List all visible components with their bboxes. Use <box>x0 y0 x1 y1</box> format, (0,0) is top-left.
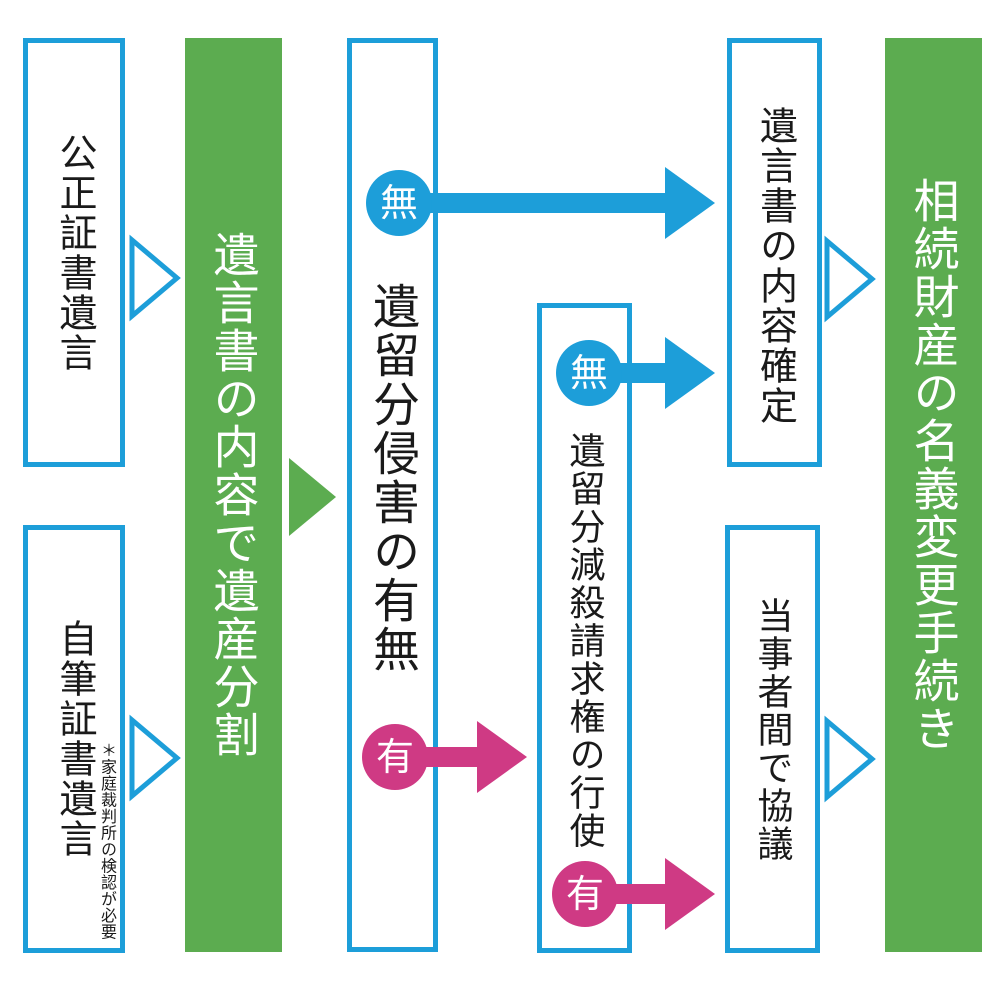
node-party-negotiation: 当事者間で協議 <box>725 525 820 953</box>
node-claim-exercise-label: 遺留分減殺請求権の行使 <box>564 432 606 850</box>
node-divide-estate-by-will: 遺言書の内容で遺産分割 <box>185 38 282 952</box>
badge-exists-icon <box>552 861 618 927</box>
node-confirm-will-contents-label: 遺言書の内容確定 <box>753 105 796 426</box>
badge-none-label: 無 <box>380 183 418 225</box>
node-notarized-will-label: 公正証書遺言 <box>53 132 95 373</box>
green-flow-triangle-icon <box>289 458 336 536</box>
flow-triangle-icon <box>129 714 181 802</box>
node-name-change-procedure: 相続財産の名義変更手続き <box>885 38 982 952</box>
arrow-infringement-none: 無 <box>366 167 715 239</box>
node-holograph-will: 自筆証書遺言 ＊家庭裁判所の検認が必要 <box>23 525 125 953</box>
flow-triangle-icon <box>129 234 181 322</box>
arrow-infringement-exists: 有 <box>362 721 527 793</box>
node-claim-exercise: 遺留分減殺請求権の行使 <box>537 303 632 953</box>
note-family-court-probate: ＊家庭裁判所の検認が必要 <box>98 742 115 940</box>
node-notarized-will: 公正証書遺言 <box>23 38 125 467</box>
badge-none-label: 無 <box>570 353 608 395</box>
badge-exists-label: 有 <box>376 737 414 779</box>
node-divide-estate-label: 遺言書の内容で遺産分割 <box>207 231 260 759</box>
node-confirm-will-contents: 遺言書の内容確定 <box>727 38 822 467</box>
arrow-claim-exists: 有 <box>552 858 715 930</box>
node-infringement-check-label: 遺留分侵害の有無 <box>366 282 419 674</box>
node-holograph-will-label: 自筆証書遺言 <box>53 619 95 859</box>
badge-exists-label: 有 <box>566 874 604 916</box>
node-name-change-label: 相続財産の名義変更手続き <box>907 177 960 753</box>
badge-none-icon <box>556 340 622 406</box>
badge-none-icon <box>366 170 432 236</box>
flow-triangle-icon <box>824 715 876 803</box>
node-party-negotiation-label: 当事者間で協議 <box>752 597 794 863</box>
flow-triangle-icon <box>824 235 876 323</box>
arrow-claim-none: 無 <box>556 337 715 409</box>
badge-exists-icon <box>362 724 428 790</box>
